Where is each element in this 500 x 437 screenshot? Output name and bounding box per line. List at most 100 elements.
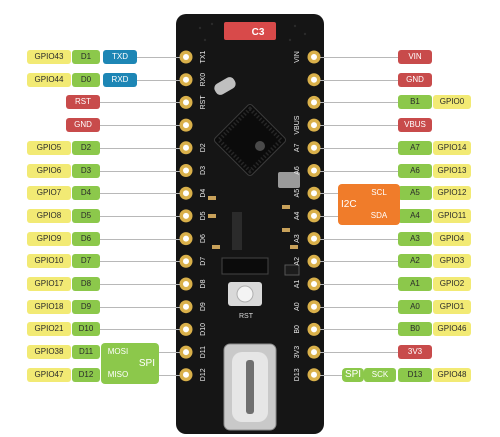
right-leader-line: [320, 147, 398, 149]
left-pad-hole: [183, 144, 189, 151]
oscillator: [278, 172, 300, 188]
right-gpio-label: GPIO48: [433, 367, 471, 382]
usb-c-tongue: [246, 360, 254, 414]
left-pad-hole: [183, 99, 189, 106]
silk-left-label: D10: [200, 323, 207, 336]
right-leader-line: [320, 125, 398, 127]
silk-left-label: D3: [200, 166, 207, 175]
left-gpio-label: GPIO5: [27, 140, 71, 155]
left-pin-label: D4: [72, 186, 100, 201]
left-gpio-label: GPIO38: [27, 345, 71, 360]
left-gpio-label: GPIO47: [27, 367, 71, 382]
silk-right-label: VIN: [294, 51, 301, 63]
silk-left-label: D4: [200, 189, 207, 198]
right-pin-label: A1: [398, 277, 432, 291]
right-pad-hole: [311, 144, 317, 151]
pcb-texture: [198, 22, 307, 42]
right-pin-label: A5: [398, 186, 432, 201]
left-pin-label: D0: [72, 72, 100, 87]
right-leader-line: [320, 306, 398, 308]
silk-left-label: TX1: [200, 50, 207, 63]
silk-right-label: B0: [294, 325, 301, 334]
silk-left-label: D5: [200, 211, 207, 220]
left-gpio-label: GPIO6: [27, 163, 71, 178]
right-pin-label: A0: [398, 299, 432, 314]
right-gpio-label: GPIO2: [433, 277, 471, 291]
left-pad-hole: [183, 349, 189, 356]
vertical-label-area: [232, 212, 242, 250]
left-pin-label: D3: [72, 163, 100, 178]
left-leader-line: [100, 147, 180, 149]
left-pad-hole: [183, 167, 189, 174]
left-uart-label: TXD: [103, 50, 137, 64]
rst-button-label: RST: [239, 313, 254, 320]
right-i2c-signal-label: SDA: [362, 208, 396, 223]
left-pin-label: D8: [72, 277, 100, 291]
right-gpio-label: GPIO11: [433, 208, 471, 223]
left-pad-hole: [183, 326, 189, 333]
right-pad-hole: [311, 122, 317, 129]
left-pad-hole: [183, 54, 189, 60]
left-gpio-label: GPIO8: [27, 208, 71, 223]
left-uart-label: RXD: [103, 72, 137, 87]
small-ic: [284, 264, 300, 276]
right-leader-line: [320, 170, 398, 172]
right-leader-line: [320, 238, 398, 240]
right-leader-line: [320, 79, 398, 81]
left-leader-line: [137, 57, 180, 58]
silk-right-label: A6: [294, 166, 301, 175]
silk-left-label: D6: [200, 234, 207, 243]
right-pin-label: A4: [398, 208, 432, 223]
left-pin-label: D12: [72, 367, 100, 382]
crystal: [214, 77, 236, 95]
right-leader-line: [320, 329, 398, 331]
header-pads: [179, 50, 321, 382]
right-spi-signal-label: SCK: [364, 367, 396, 382]
left-gpio-label: GPIO9: [27, 231, 71, 246]
left-gpio-label: GPIO17: [27, 277, 71, 291]
right-gpio-label: GPIO4: [433, 231, 471, 246]
silk-right-label: A1: [294, 280, 301, 289]
left-leader-line: [100, 306, 180, 308]
silk-left-label: D8: [200, 279, 207, 288]
right-gpio-label: GPIO12: [433, 186, 471, 201]
right-leader-line: [320, 261, 398, 263]
left-pad-hole: [183, 281, 189, 287]
right-power-label: 3V3: [398, 345, 432, 360]
right-power-label: VBUS: [398, 118, 432, 133]
silk-left-label: RX0: [200, 73, 207, 87]
silk-right-label: 3V3: [294, 346, 301, 359]
left-power-label: RST: [66, 95, 100, 110]
left-pad-hole: [183, 235, 189, 242]
left-pad-hole: [183, 212, 189, 219]
silk-right-label: A7: [294, 143, 301, 152]
left-leader-line: [100, 215, 180, 217]
silk-right-label: A5: [294, 189, 301, 198]
silk-right-label: A4: [294, 212, 301, 221]
left-gpio-label: GPIO21: [27, 322, 71, 337]
left-leader-line: [100, 238, 180, 240]
right-pad-hole: [311, 349, 317, 356]
silk-left-label: D7: [200, 257, 207, 266]
right-pad-hole: [311, 303, 317, 310]
rst-button-cap: [236, 285, 254, 303]
right-pad-hole: [311, 258, 317, 265]
silk-left-label: D2: [200, 143, 207, 152]
right-pad-hole: [311, 190, 317, 197]
right-leader-line: [320, 352, 398, 354]
left-gpio-label: GPIO18: [27, 299, 71, 314]
right-leader-line: [320, 284, 398, 285]
right-gpio-label: GPIO1: [433, 299, 471, 314]
right-pad-hole: [311, 281, 317, 287]
regulator-chip: [221, 257, 269, 275]
right-gpio-label: GPIO46: [433, 322, 471, 337]
right-pad-hole: [311, 76, 317, 83]
right-pin-label: A7: [398, 140, 432, 155]
left-leader-line: [100, 102, 180, 104]
left-leader-line: [100, 284, 180, 285]
right-pad-hole: [311, 167, 317, 174]
left-pin-label: D10: [72, 322, 100, 337]
left-pad-hole: [183, 258, 189, 265]
right-pad-hole: [311, 326, 317, 333]
left-pin-label: D6: [72, 231, 100, 246]
